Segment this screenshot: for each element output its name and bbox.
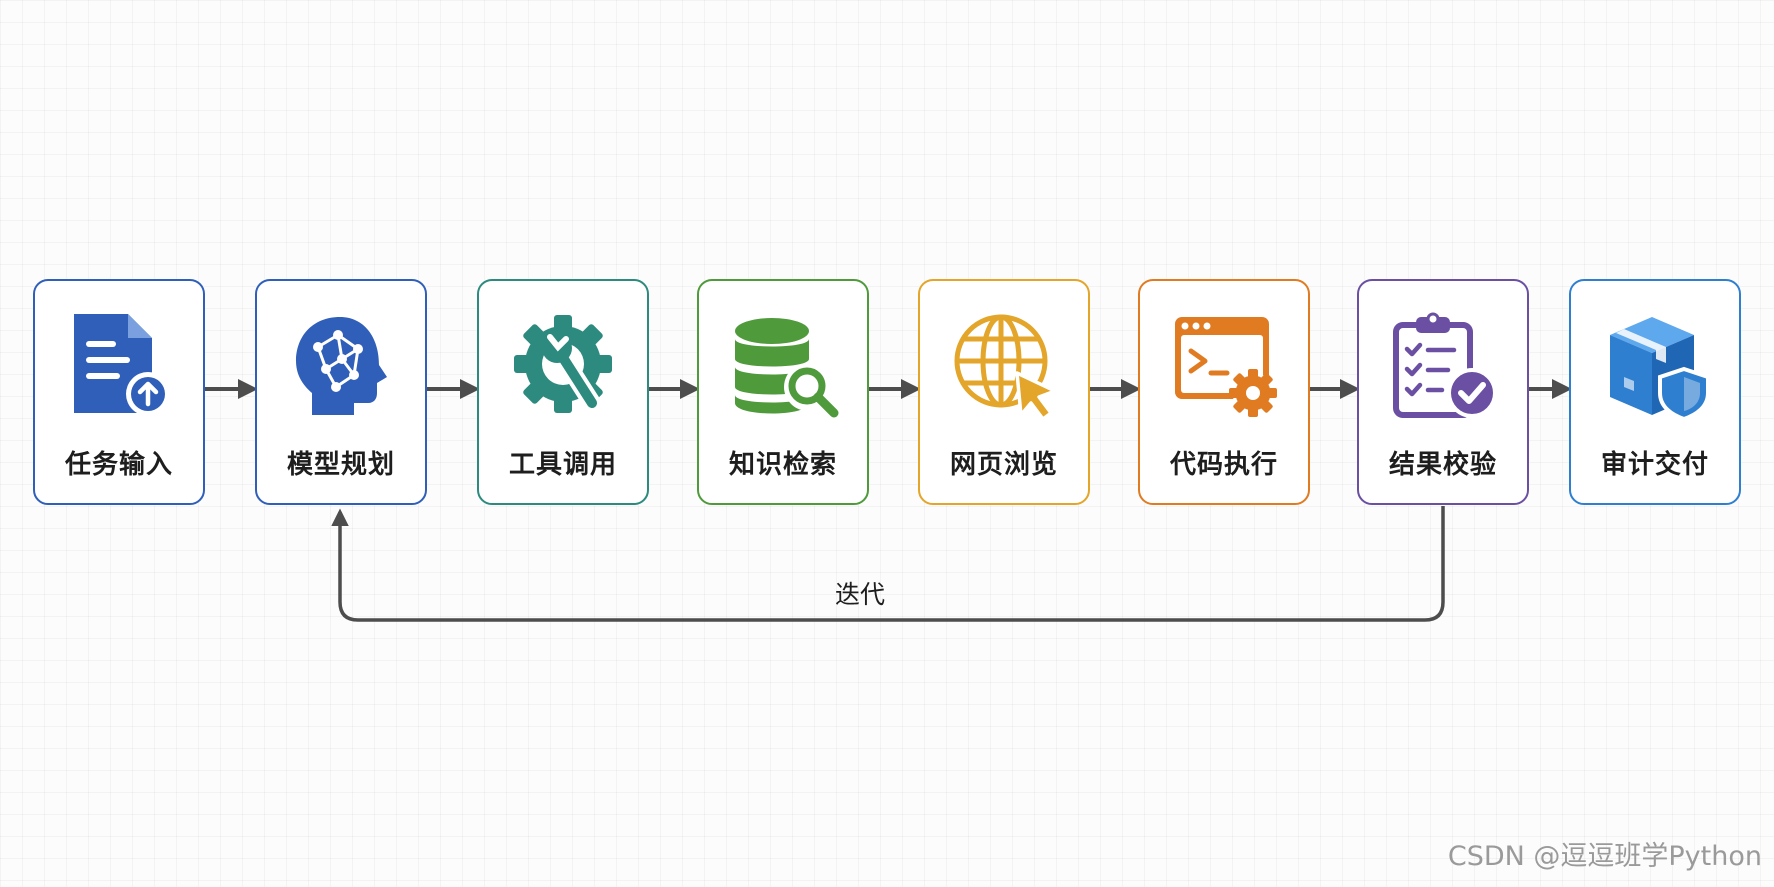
globe-cursor-icon <box>951 311 1061 421</box>
step-label: 审计交付 <box>1600 450 1709 480</box>
step-result-verification: 结果校验 <box>1357 279 1529 505</box>
iteration-label: 迭代 <box>834 580 885 609</box>
step-label: 代码执行 <box>1169 450 1278 480</box>
step-knowledge-retrieval: 知识检索 <box>697 279 869 505</box>
step-label: 任务输入 <box>64 450 173 480</box>
document-upload-icon <box>66 311 176 421</box>
step-label: 工具调用 <box>508 450 617 480</box>
step-audit-delivery: 审计交付 <box>1569 279 1741 505</box>
gear-wrench-icon <box>510 311 620 421</box>
step-label: 知识检索 <box>728 450 837 480</box>
database-search-icon <box>730 311 840 421</box>
step-web-browsing: 网页浏览 <box>918 279 1090 505</box>
ai-brain-icon <box>288 311 398 421</box>
step-label: 网页浏览 <box>949 450 1058 480</box>
step-task-input: 任务输入 <box>33 279 205 505</box>
step-code-execution: 代码执行 <box>1138 279 1310 505</box>
step-label: 模型规划 <box>286 450 395 480</box>
step-label: 结果校验 <box>1388 450 1497 480</box>
terminal-gear-icon <box>1171 311 1281 421</box>
step-tool-call: 工具调用 <box>477 279 649 505</box>
step-model-planning: 模型规划 <box>255 279 427 505</box>
watermark: CSDN @逗逗班学Python <box>1447 841 1762 872</box>
clipboard-check-icon <box>1390 311 1500 421</box>
package-shield-icon <box>1602 311 1712 421</box>
